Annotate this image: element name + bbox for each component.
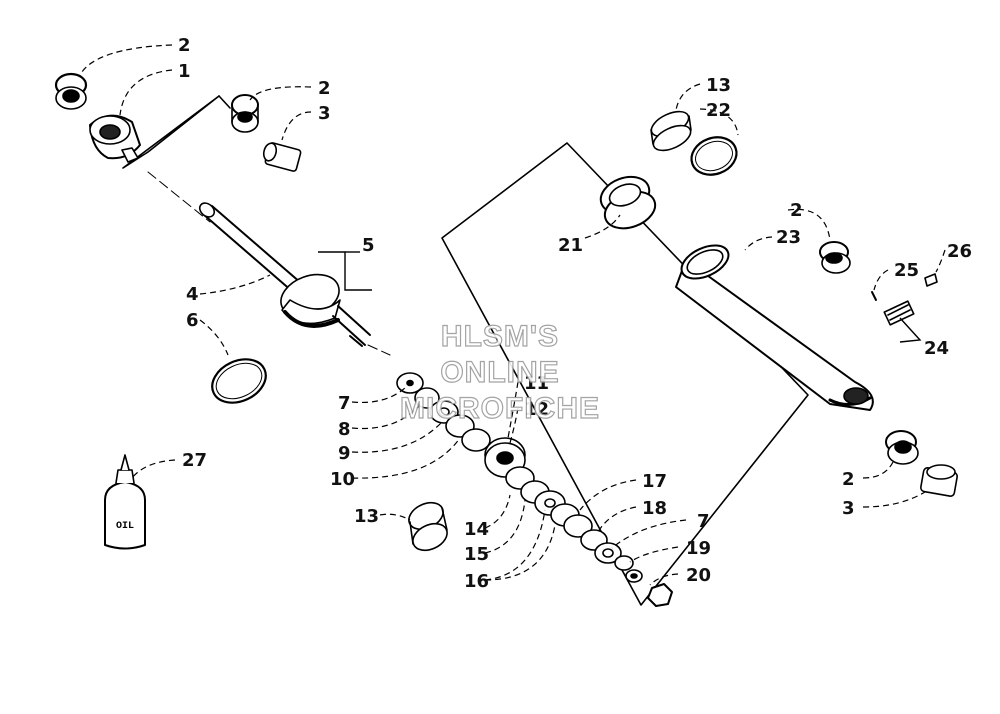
sleeve-3-right-lower (920, 464, 958, 497)
callout-22: 22 (706, 100, 731, 121)
bushing-2-right-lower (885, 430, 919, 465)
top-group-frame (122, 95, 220, 169)
callout-2d: 2 (842, 469, 855, 490)
nut-20 (647, 583, 673, 607)
o-ring-6 (211, 358, 267, 404)
callout-2c: 2 (790, 200, 803, 221)
callout-7a: 7 (338, 393, 351, 414)
valve-washer-stack (396, 372, 491, 452)
callout-2a: 2 (178, 35, 191, 56)
callout-8: 8 (338, 419, 351, 440)
bushing-2-top-right (231, 94, 259, 133)
callout-13b: 13 (354, 506, 379, 527)
seal-head-21 (599, 175, 657, 230)
o-ring-22 (690, 136, 738, 176)
callout-25: 25 (894, 260, 919, 281)
callout-16: 16 (464, 571, 489, 592)
callout-5: 5 (362, 235, 375, 256)
callout-6: 6 (186, 310, 199, 331)
oil-bottle-label: OIL (116, 521, 134, 532)
callout-24: 24 (924, 338, 949, 359)
bearing-13-top (650, 110, 692, 152)
callout-15: 15 (464, 544, 489, 565)
oil-bottle-27 (104, 454, 146, 550)
callout-26: 26 (947, 241, 972, 262)
callout-4: 4 (186, 284, 199, 305)
piston-assembly-5 (280, 273, 371, 347)
bearing-13-lower (408, 501, 448, 552)
shock-body-23 (675, 244, 874, 411)
shock-body-assembly-outline (441, 142, 809, 606)
callout-18: 18 (642, 498, 667, 519)
callout-21: 21 (558, 235, 583, 256)
callout-7b: 7 (697, 511, 710, 532)
watermark-line-1: HLSM'S (440, 320, 560, 353)
callout-labels: 2 1 2 3 13 22 5 4 6 21 23 2 26 25 24 7 1… (178, 35, 972, 592)
watermark-line-3: MICROFICHE (399, 392, 600, 425)
callout-19: 19 (686, 538, 711, 559)
callout-1: 1 (178, 61, 191, 82)
callout-14: 14 (464, 519, 489, 540)
cap-26 (924, 273, 938, 287)
callout-9: 9 (338, 443, 351, 464)
watermark-line-2: ONLINE (440, 356, 560, 389)
callout-10: 10 (330, 469, 355, 490)
callout-3a: 3 (318, 103, 331, 124)
callout-11: 11 (524, 373, 549, 394)
lower-washer-stack (505, 466, 643, 583)
sleeve-3-top (262, 142, 302, 172)
callout-12: 12 (524, 399, 549, 420)
bushing-2-top-left (54, 72, 88, 110)
callout-20: 20 (686, 565, 711, 586)
callout-17: 17 (642, 471, 667, 492)
callout-23: 23 (776, 227, 801, 248)
callout-27: 27 (182, 450, 207, 471)
callout-3b: 3 (842, 498, 855, 519)
callout-2b: 2 (318, 78, 331, 99)
bushing-2-right-upper (819, 241, 851, 274)
callout-13a: 13 (706, 75, 731, 96)
pin-25 (871, 291, 877, 301)
eyelet-1 (89, 114, 141, 163)
